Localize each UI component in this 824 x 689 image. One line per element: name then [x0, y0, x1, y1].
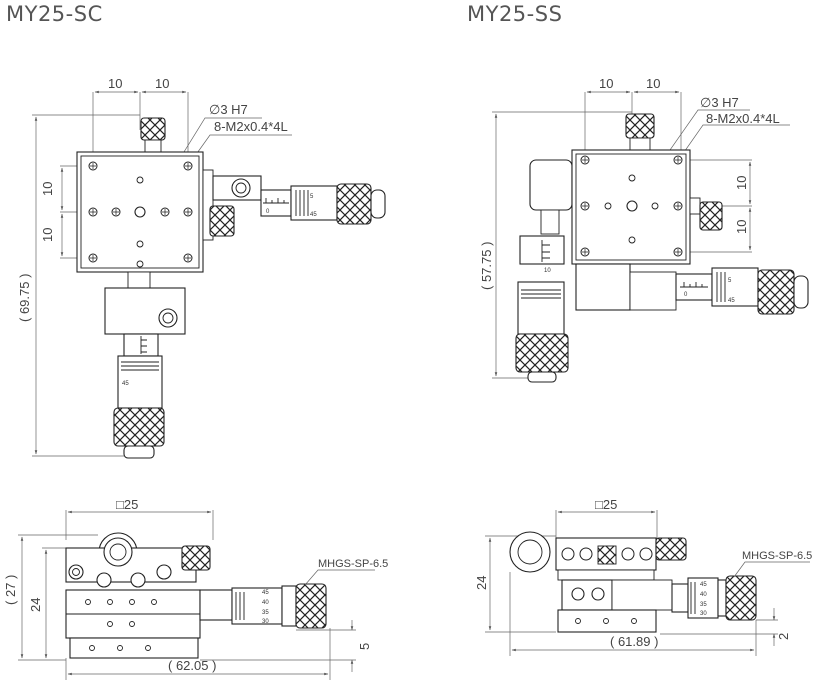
right-side-view: □25 24 45 40 35 30 MHGS-SP-6.5 [474, 497, 812, 656]
hole-spec: ∅3 H7 [209, 102, 248, 117]
scale-b-35-r: 35 [700, 602, 707, 608]
thread-spec-r: 8-M2x0.4*4L [706, 111, 780, 126]
title-left: MY25-SC [6, 2, 103, 26]
scale-a-45-r: 45 [728, 298, 735, 304]
dim-10-left-upper: 10 [40, 182, 55, 196]
micrometer-label-right: MHGS-SP-6.5 [742, 550, 812, 562]
scale-a-0: 0 [266, 209, 270, 215]
dim-10-top-left-r: 10 [599, 76, 613, 91]
dim-2: 2 [776, 633, 791, 640]
dim-square-25-left: □25 [116, 497, 138, 512]
scale-a-10-r: 10 [544, 268, 551, 274]
scale-b-30: 30 [262, 619, 269, 625]
dim-10-top-right: 10 [155, 76, 169, 91]
dim-10-top-right-r: 10 [646, 76, 660, 91]
dim-width-62-05: ( 62.05 ) [168, 658, 216, 673]
scale-b-45-r: 45 [700, 582, 707, 588]
title-right: MY25-SS [467, 2, 563, 26]
scale-b-40: 40 [262, 600, 269, 606]
left-top-view: 10 10 ∅3 H7 8-M2x0.4*4L 10 10 ( 69.75 ) [17, 76, 386, 459]
scale-b-35: 35 [262, 610, 269, 616]
scale-b-40-r: 40 [700, 592, 707, 598]
right-top-view: 10 10 ∅3 H7 8-M2x0.4*4L 10 10 ( 57.75 ) [479, 76, 809, 383]
dim-square-25-right: □25 [595, 497, 617, 512]
scale-b-45: 45 [262, 590, 269, 596]
dim-height-69-75: ( 69.75 ) [17, 274, 32, 322]
dim-27: ( 27 ) [3, 575, 18, 605]
dim-height-57-75: ( 57.75 ) [479, 242, 494, 290]
dim-10-right-upper: 10 [734, 176, 749, 190]
scale-a-0-r: 0 [684, 292, 688, 298]
dim-5: 5 [357, 643, 372, 650]
left-side-view: □25 ( 27 ) 24 45 40 [3, 497, 388, 680]
scale-a-5: 5 [310, 194, 314, 200]
dim-width-61-89: ( 61.89 ) [610, 634, 658, 649]
hole-spec-r: ∅3 H7 [700, 95, 739, 110]
dim-10-top-left: 10 [108, 76, 122, 91]
thread-spec: 8-M2x0.4*4L [214, 119, 288, 134]
scale-a-45: 45 [310, 212, 317, 218]
micrometer-label-left: MHGS-SP-6.5 [318, 558, 388, 570]
dim-10-left-lower: 10 [40, 228, 55, 242]
scale-a-45-v: 45 [122, 381, 129, 387]
scale-b-30-r: 30 [700, 611, 707, 617]
dim-24: 24 [28, 598, 43, 612]
dim-24-right: 24 [474, 576, 489, 590]
scale-a-5-r: 5 [728, 278, 732, 284]
dim-10-right-lower: 10 [734, 220, 749, 234]
